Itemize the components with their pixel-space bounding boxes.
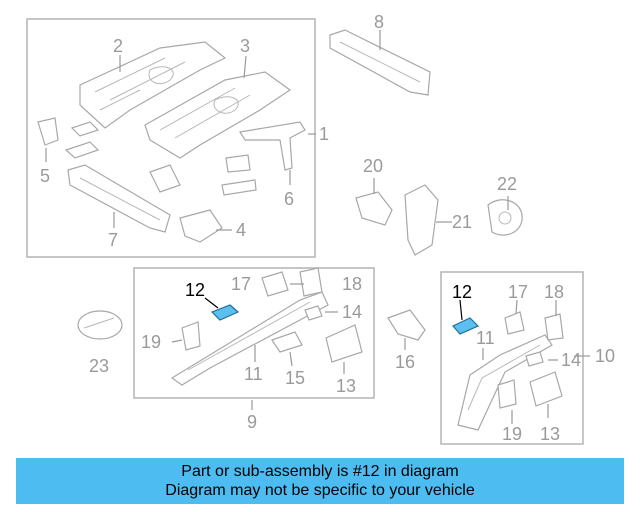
label-21: 21 xyxy=(452,212,472,232)
part-22-bracket[interactable] xyxy=(487,199,523,236)
label-12-left: 12 xyxy=(185,280,205,300)
part-18-bracket-left[interactable] xyxy=(299,267,323,297)
label-2: 2 xyxy=(113,36,123,56)
label-19-right: 19 xyxy=(502,424,522,444)
group-box-9 xyxy=(133,267,375,399)
part-12-highlighted-left[interactable] xyxy=(210,304,240,321)
info-banner: Part or sub-assembly is #12 in diagram D… xyxy=(16,458,624,504)
label-1: 1 xyxy=(319,124,329,144)
part-2-floor-panel[interactable] xyxy=(79,41,227,129)
label-16: 16 xyxy=(395,352,415,372)
label-4: 4 xyxy=(236,220,246,240)
part-4-bracket[interactable] xyxy=(179,209,223,243)
label-22: 22 xyxy=(497,174,517,194)
part-13-bracket-left[interactable] xyxy=(325,324,363,363)
part-small-brackets[interactable] xyxy=(64,121,257,196)
label-23: 23 xyxy=(89,356,109,376)
label-13-right: 13 xyxy=(540,424,560,444)
part-19-bracket-left[interactable] xyxy=(181,321,201,351)
part-21-pillar[interactable] xyxy=(404,184,439,256)
part-19-bracket-right[interactable] xyxy=(497,379,517,409)
label-13-left: 13 xyxy=(336,376,356,396)
label-15: 15 xyxy=(285,368,305,388)
label-12-right: 12 xyxy=(452,282,472,302)
banner-line-1: Part or sub-assembly is #12 in diagram xyxy=(181,463,459,480)
part-12-highlighted-right[interactable] xyxy=(452,317,480,335)
label-8: 8 xyxy=(374,12,384,32)
part-5-bracket[interactable] xyxy=(37,117,59,146)
label-20: 20 xyxy=(363,156,383,176)
label-14-left: 14 xyxy=(342,302,362,322)
label-5: 5 xyxy=(40,166,50,186)
label-9: 9 xyxy=(247,412,257,432)
part-11-rail-left[interactable] xyxy=(170,291,329,386)
part-8-crossmember[interactable] xyxy=(329,29,431,96)
group-box-10 xyxy=(440,271,584,445)
part-3-floor-panel[interactable] xyxy=(144,71,292,159)
group-box-1 xyxy=(26,18,316,258)
label-6: 6 xyxy=(284,189,294,209)
label-18-left: 18 xyxy=(342,274,362,294)
part-17-bracket-right[interactable] xyxy=(504,311,525,335)
label-10: 10 xyxy=(595,346,615,366)
label-19-left: 19 xyxy=(141,332,161,352)
part-16-bracket[interactable] xyxy=(387,309,426,341)
label-17-right: 17 xyxy=(508,282,528,302)
part-15-bracket[interactable] xyxy=(271,331,303,353)
label-18-right: 18 xyxy=(544,282,564,302)
label-3: 3 xyxy=(240,36,250,56)
part-7-side-rail[interactable] xyxy=(67,164,171,233)
label-17-left: 17 xyxy=(231,274,251,294)
label-7: 7 xyxy=(108,230,118,250)
part-6-brace[interactable] xyxy=(239,121,306,171)
part-20-mount[interactable] xyxy=(355,191,393,226)
leader-lines xyxy=(45,30,590,424)
banner-line-2: Diagram may not be specific to your vehi… xyxy=(165,482,475,499)
part-18-bracket-right[interactable] xyxy=(544,313,564,341)
parts-diagram: 2 3 8 1 5 6 7 4 20 21 22 23 12 17 18 14 … xyxy=(26,12,615,445)
part-13-bracket-right[interactable] xyxy=(529,371,563,407)
part-14-clip-right[interactable] xyxy=(525,351,544,367)
part-17-bracket-left[interactable] xyxy=(261,271,289,297)
part-14-clip-left[interactable] xyxy=(304,305,323,321)
label-11-right: 11 xyxy=(476,328,495,348)
part-23-plug[interactable] xyxy=(77,310,123,340)
label-11-left: 11 xyxy=(244,364,263,384)
label-14-right: 14 xyxy=(561,350,581,370)
